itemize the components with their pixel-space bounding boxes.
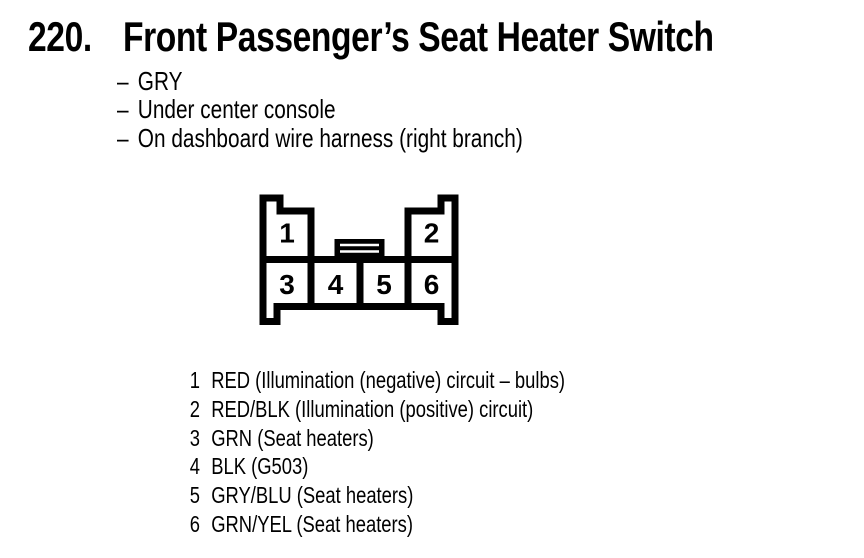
dash-bullet: –	[117, 66, 129, 96]
page-title: Front Passenger’s Seat Heater Switch	[123, 13, 714, 60]
pin-description: RED/BLK (Illumination (positive) circuit…	[211, 395, 534, 422]
pin-row: 2 RED/BLK (Illumination (positive) circu…	[180, 395, 565, 424]
pin-number: 4	[189, 453, 200, 480]
pin-description: BLK (G503)	[211, 453, 309, 480]
pin-row: 1 RED (Illumination (negative) circuit –…	[180, 366, 565, 395]
detail-text: Under center console	[137, 94, 336, 125]
pin-row: 3 GRN (Seat heaters)	[180, 424, 565, 453]
detail-text: GRY	[137, 66, 183, 96]
pin-row: 4 BLK (G503)	[180, 452, 565, 481]
pin-cavity-label-2: 2	[424, 218, 440, 249]
pin-number: 6	[189, 510, 200, 537]
pin-number: 2	[189, 395, 200, 422]
pin-cavity-label-1: 1	[279, 218, 295, 249]
pin-number: 3	[189, 424, 200, 451]
pin-description: GRY/BLU (Seat heaters)	[211, 482, 414, 509]
pin-number: 5	[189, 482, 200, 509]
pin-description: GRN (Seat heaters)	[211, 424, 374, 451]
pin-cavity-label-3: 3	[279, 269, 295, 300]
connector-latch	[334, 239, 385, 260]
pin-description: RED (Illumination (negative) circuit – b…	[211, 367, 566, 393]
detail-item: –GRY	[117, 66, 523, 96]
pin-description: GRN/YEL (Seat heaters)	[211, 510, 413, 537]
detail-text: On dashboard wire harness (right branch)	[137, 122, 523, 153]
connector-diagram: 1 2 3 4 5 6	[259, 194, 459, 325]
pin-row: 6 GRN/YEL (Seat heaters)	[180, 510, 565, 539]
detail-item: –On dashboard wire harness (right branch…	[117, 122, 523, 153]
detail-list: –GRY –Under center console –On dashboard…	[117, 67, 523, 152]
connector-housing-outline	[259, 194, 459, 325]
pin-number: 1	[189, 367, 200, 393]
pin-cavity-label-5: 5	[376, 269, 392, 300]
pin-description-list: 1 RED (Illumination (negative) circuit –…	[180, 366, 565, 539]
detail-item: –Under center console	[117, 94, 523, 125]
pin-cavity-label-6: 6	[424, 269, 440, 300]
dash-bullet: –	[117, 94, 129, 125]
pin-row: 5 GRY/BLU (Seat heaters)	[180, 481, 565, 510]
section-number: 220.	[28, 13, 92, 60]
dash-bullet: –	[117, 122, 129, 153]
pin-cavity-label-4: 4	[328, 269, 344, 300]
